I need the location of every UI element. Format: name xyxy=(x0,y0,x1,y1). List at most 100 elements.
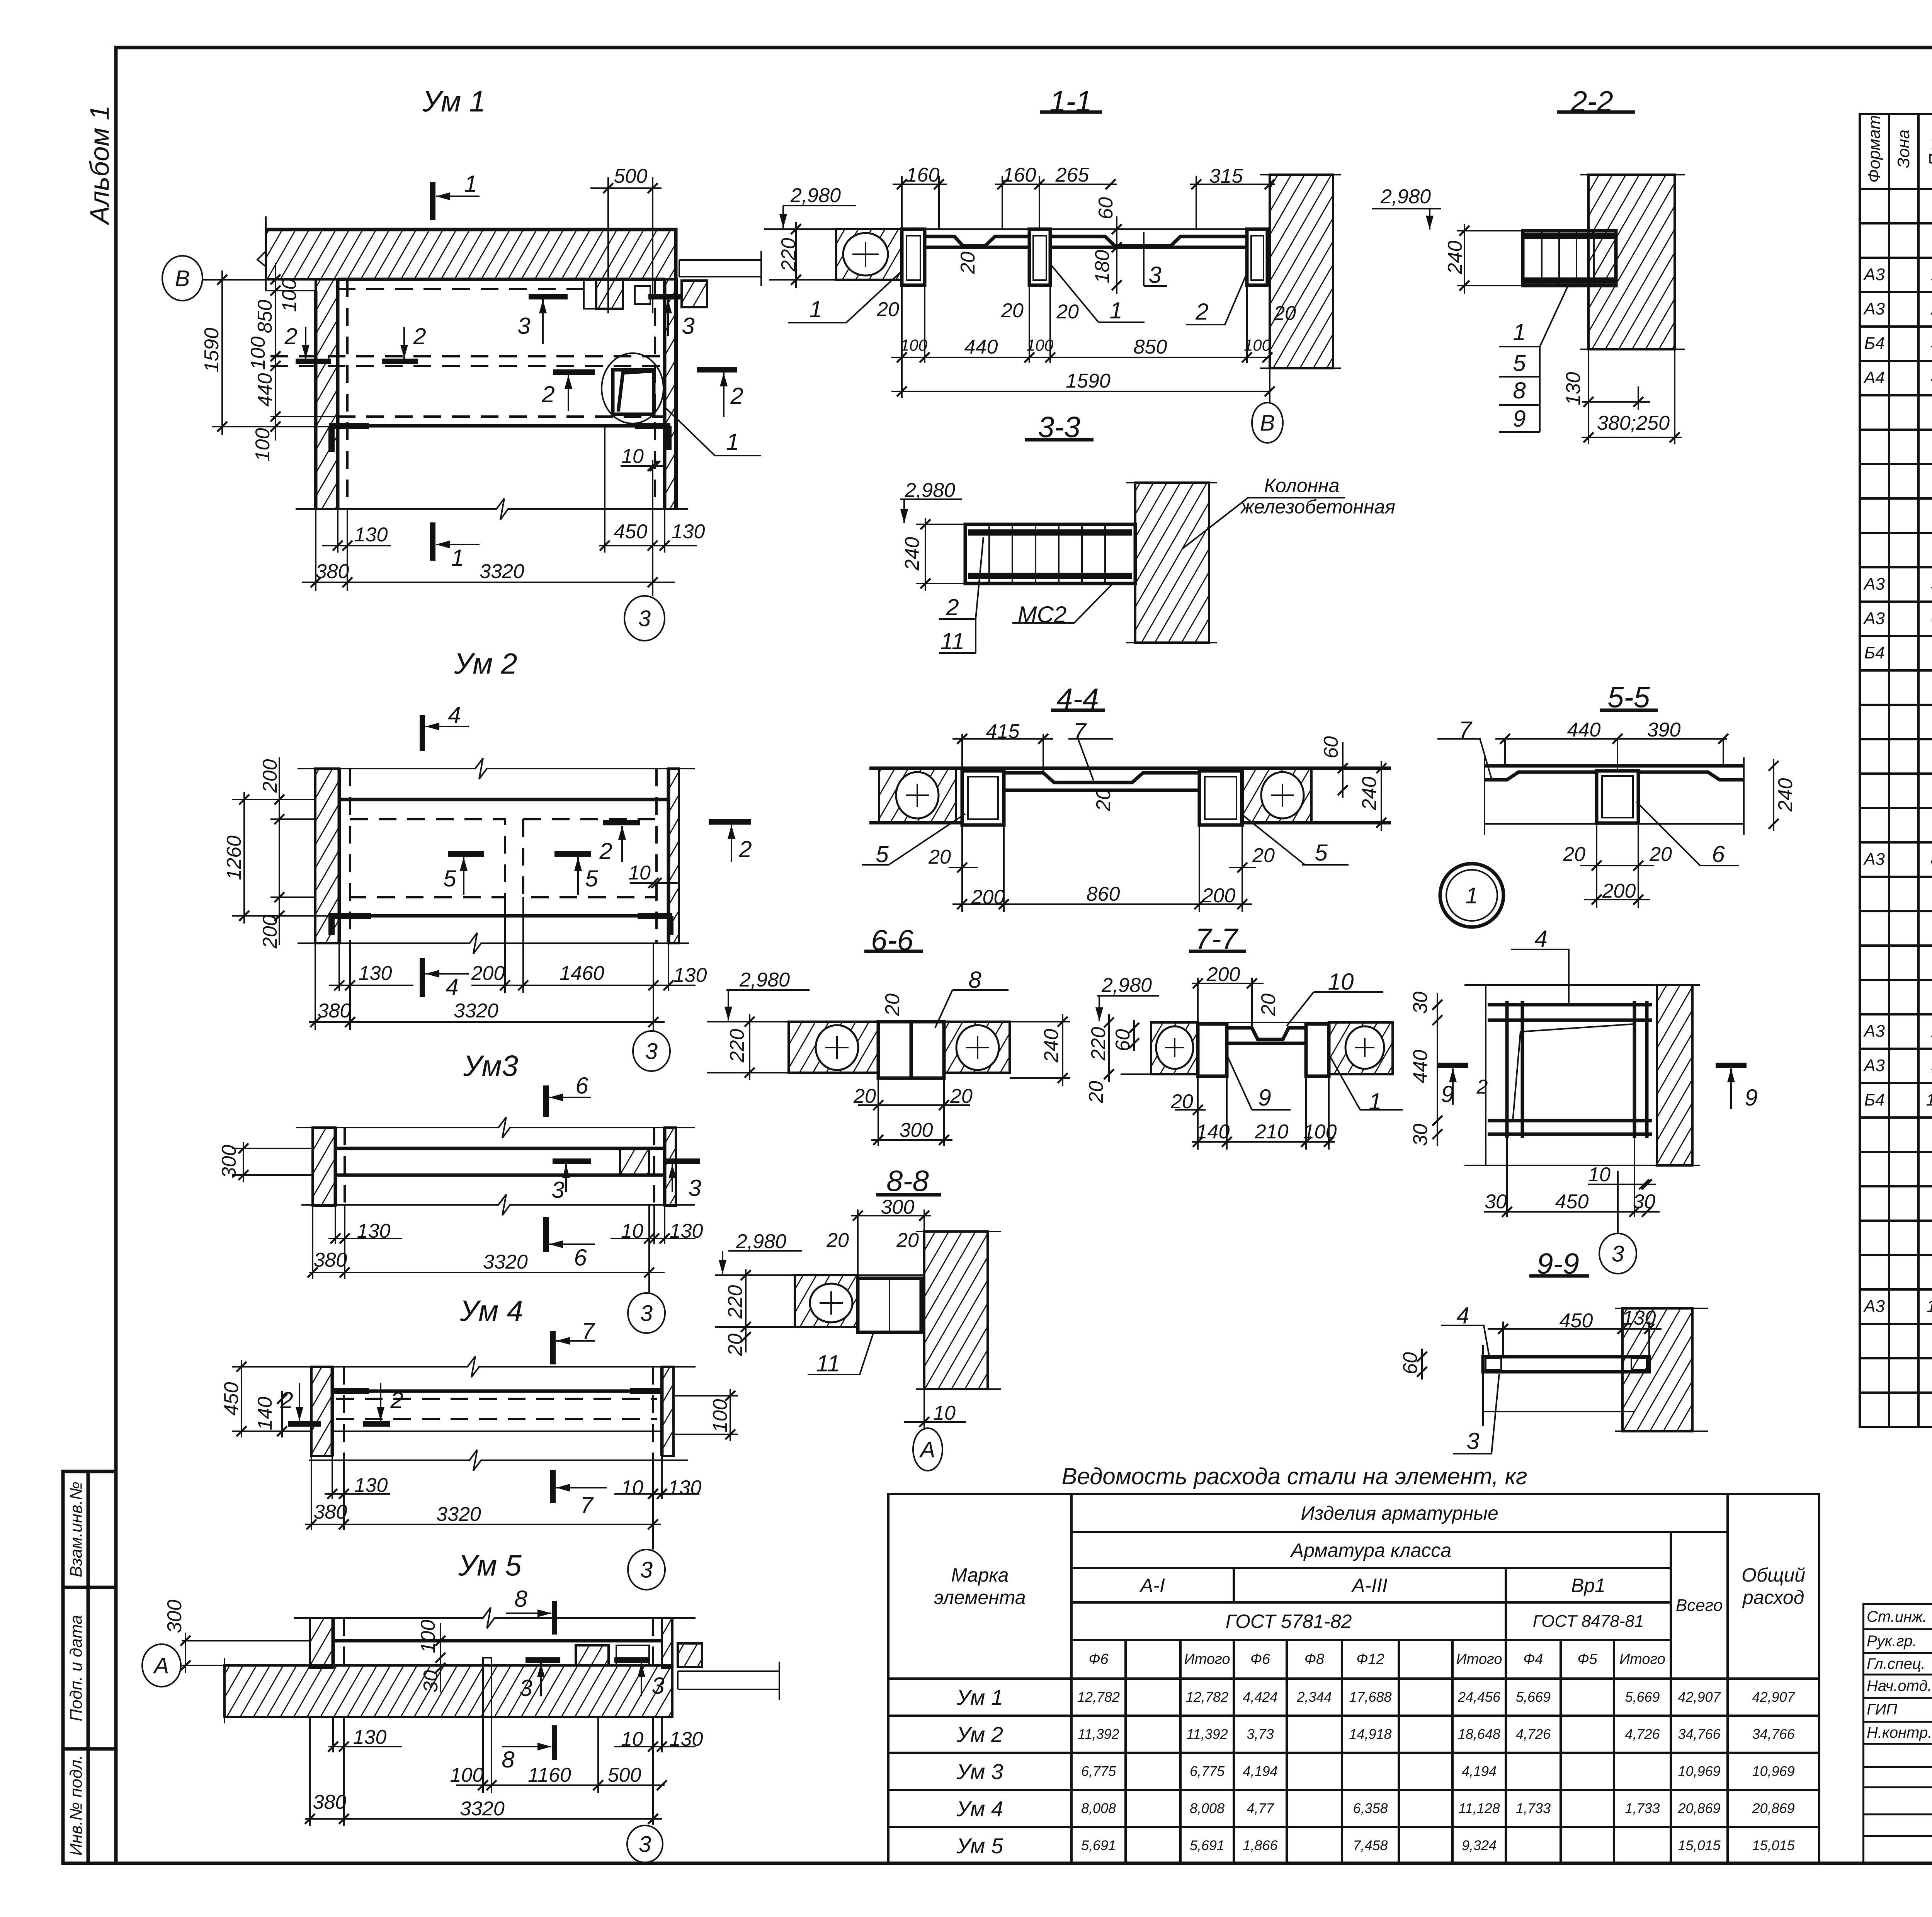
staff-signatures: Ст.инж.ЧепуштановаРук.гр.ВылгинаГл.спец.… xyxy=(1862,1603,1932,1865)
dimension-tick xyxy=(1432,1128,1443,1140)
extension-lines xyxy=(901,285,1270,403)
spec-row: Участок монолитный Ум 2 xyxy=(1859,497,1932,534)
spec-format: А3 xyxy=(1859,1288,1890,1325)
hatch-line xyxy=(315,803,340,845)
spec-row: А32-КЖИ-КП1-04Каркас пространственный КП… xyxy=(1859,291,1932,328)
axis-label: В xyxy=(1260,410,1275,435)
view-title: Ум 2 xyxy=(454,648,517,680)
spec-position: 11 xyxy=(1917,1288,1932,1325)
spec-row: Материалы xyxy=(1859,875,1932,912)
dimension-label: 440 xyxy=(1409,1050,1432,1084)
view-title: 6-6 xyxy=(871,924,914,957)
hatch-line xyxy=(226,1665,257,1717)
hatch-line xyxy=(1618,252,1675,350)
spec-position xyxy=(1917,1219,1932,1256)
hatch-line xyxy=(454,229,484,280)
hatch-line xyxy=(590,1645,604,1666)
hatch-line xyxy=(360,1665,391,1717)
spec-row: Бетон марки 2000,251м³ xyxy=(1859,1150,1932,1187)
spec-zone xyxy=(1888,497,1920,534)
hatch-line xyxy=(1656,1032,1693,1095)
dimension-label: 1260 xyxy=(223,835,245,880)
extension-lines xyxy=(916,524,965,584)
staff-row xyxy=(1862,1835,1932,1865)
steel-header-row: ГОСТ 5781-82 ГОСТ 8478-81 xyxy=(888,1601,1819,1641)
hatch-line xyxy=(794,1275,817,1313)
dimension-label: 220 xyxy=(726,1029,748,1063)
section-marker xyxy=(529,294,568,344)
spec-row xyxy=(1859,1391,1932,1428)
spec-format: Б4 xyxy=(1859,325,1890,362)
col-diameter xyxy=(1124,1639,1182,1680)
steel-value: 8,008 xyxy=(1070,1789,1127,1828)
column-outline xyxy=(583,279,624,310)
section-marker xyxy=(603,820,640,862)
dimension-label: 2,980 xyxy=(790,184,841,207)
arrow-head xyxy=(436,541,450,548)
section-marker xyxy=(382,327,418,364)
stirrups xyxy=(1541,231,1595,286)
specification-table: Формат Зона Поз. Обозначение Наименовани… xyxy=(1859,113,1932,1428)
col-diameter: Ф8 xyxy=(1286,1639,1343,1680)
hatching xyxy=(661,1366,674,1456)
break-line xyxy=(301,1194,695,1216)
hatch-line xyxy=(311,1418,333,1455)
spec-format xyxy=(1859,428,1890,465)
slab-outline xyxy=(679,251,762,286)
section-marker xyxy=(648,294,683,336)
callout-label: 4 xyxy=(1534,926,1547,952)
dimension-label: 200 xyxy=(1206,963,1240,986)
arrow-head xyxy=(556,1484,570,1492)
axis-bubble xyxy=(141,1643,182,1687)
hatch-line xyxy=(1134,482,1181,561)
arrow-head xyxy=(549,1094,563,1101)
spec-zone xyxy=(1888,463,1920,500)
dimension-label: 390 xyxy=(1647,719,1681,741)
hatch-line xyxy=(1656,985,1681,1026)
dimension-tick xyxy=(1641,1206,1653,1218)
steel-value xyxy=(1560,1752,1615,1791)
section-marker xyxy=(697,367,737,417)
spec-position xyxy=(1917,222,1932,259)
callout-label: 2 xyxy=(541,381,554,407)
hatch-line xyxy=(561,1665,592,1717)
hatch-line xyxy=(878,768,896,796)
steel-value: 1,866 xyxy=(1233,1826,1288,1865)
hatch-line xyxy=(923,1231,963,1298)
axis-label: 3 xyxy=(1612,1241,1624,1266)
callout-label: 1 xyxy=(1513,319,1526,345)
view-title: 4-4 xyxy=(1056,683,1099,716)
steel-value xyxy=(1124,1752,1182,1791)
spec-row: Сборочные единицы xyxy=(1859,531,1932,568)
arrow-head xyxy=(549,1240,563,1248)
callout-label: 1 xyxy=(809,296,822,322)
dimension-label: 20 xyxy=(957,252,979,274)
hatch-line xyxy=(494,1665,525,1717)
hatch-line xyxy=(1134,482,1154,515)
callout-label: 7 xyxy=(582,1318,595,1344)
overall-line1: Общий xyxy=(1742,1564,1806,1586)
dimension-label: 100 xyxy=(417,1620,439,1653)
dimension-label: 20 xyxy=(853,1085,876,1107)
hatching xyxy=(661,1618,673,1668)
section-marker xyxy=(1437,1063,1468,1105)
staff-row xyxy=(1862,1766,1932,1788)
beam-lines xyxy=(330,1367,664,1456)
hatch-line xyxy=(1622,1311,1693,1432)
dimension-tick xyxy=(1337,784,1349,796)
steel-header-row: Арматура класса Всего xyxy=(888,1531,1819,1680)
hatching xyxy=(265,229,677,280)
album-label: Альбом 1 xyxy=(85,105,115,226)
hatch-line xyxy=(1588,174,1600,194)
dimension-label: 130 xyxy=(1562,372,1585,406)
dimension-line xyxy=(1337,742,1349,798)
dimension-line xyxy=(1376,761,1387,831)
arrow-head xyxy=(425,723,439,730)
hatch-line xyxy=(280,1665,311,1717)
spec-zone xyxy=(1888,978,1920,1015)
callout-label: 1 xyxy=(1109,298,1122,323)
dimension-label: 20 xyxy=(724,1334,747,1356)
